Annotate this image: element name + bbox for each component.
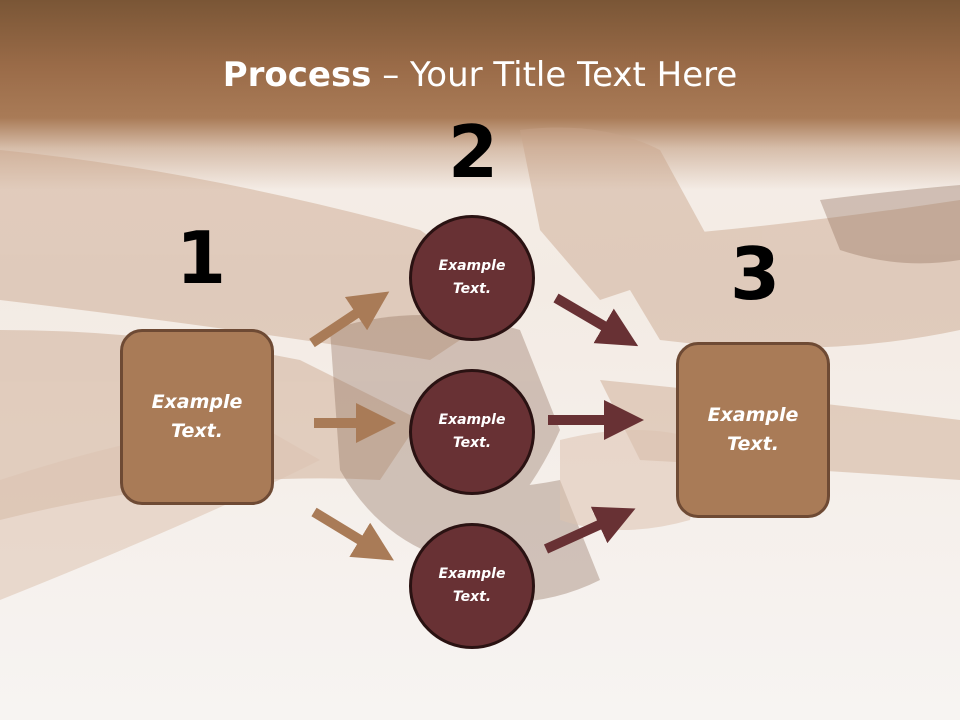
slide-title: Process – Your Title Text Here xyxy=(0,52,960,98)
step-1-text-line2: Text. xyxy=(171,420,223,442)
title-bold: Process xyxy=(222,55,372,95)
step-2-circle-bottom: Example Text. xyxy=(409,523,535,649)
circle-top-line1: Example xyxy=(438,258,506,274)
arrow-left-top xyxy=(309,291,390,348)
arrow-right-top xyxy=(553,293,639,347)
step-3-box: Example Text. xyxy=(676,342,830,518)
title-rest: – Your Title Text Here xyxy=(371,55,738,95)
title-bar xyxy=(0,0,960,190)
circle-bottom-line2: Text. xyxy=(452,589,492,605)
step-number-2: 2 xyxy=(448,110,499,194)
step-1-box: Example Text. xyxy=(120,329,274,505)
step-1-text-line1: Example xyxy=(151,391,243,413)
step-number-1: 1 xyxy=(176,216,227,300)
step-3-text: Example Text. xyxy=(708,401,799,459)
step-3-text-line1: Example xyxy=(707,404,799,426)
circle-middle-text: Example Text. xyxy=(439,409,506,455)
step-3-text-line2: Text. xyxy=(727,433,779,455)
arrow-left-bottom xyxy=(311,507,394,561)
arrow-right-bottom xyxy=(543,506,636,554)
step-number-3: 3 xyxy=(730,232,781,316)
circle-middle-line1: Example xyxy=(438,412,506,428)
circle-bottom-line1: Example xyxy=(438,566,506,582)
step-2-circle-middle: Example Text. xyxy=(409,369,535,495)
circle-middle-line2: Text. xyxy=(452,435,492,451)
circle-bottom-text: Example Text. xyxy=(439,563,506,609)
circle-top-text: Example Text. xyxy=(439,255,506,301)
step-1-text: Example Text. xyxy=(152,388,243,446)
circle-top-line2: Text. xyxy=(452,281,492,297)
step-2-circle-top: Example Text. xyxy=(409,215,535,341)
